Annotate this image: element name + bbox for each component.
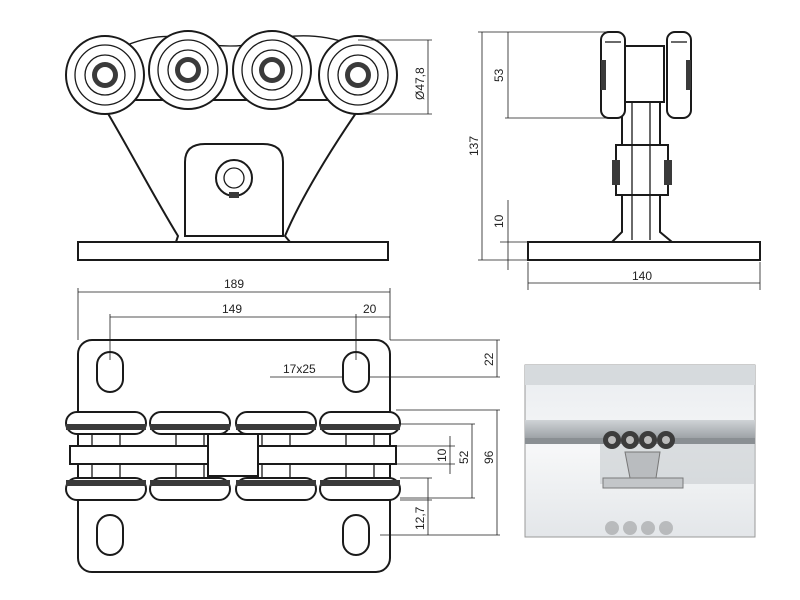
front-base-plate — [77, 241, 389, 261]
dim-slot-edge-offset: 22 — [482, 352, 496, 366]
front-roller-1 — [65, 35, 145, 115]
dim-axle-width: 10 — [435, 448, 449, 462]
dim-roller-offset: 12,7 — [413, 506, 427, 530]
slot-bottom-right — [342, 514, 370, 556]
front-top-edge — [119, 35, 351, 49]
top-center-block — [207, 433, 259, 477]
side-mount-block — [615, 144, 669, 196]
dim-plate-length: 189 — [224, 277, 244, 291]
top-rollers-upper — [65, 411, 401, 435]
dim-hole-edge-offset: 20 — [363, 302, 377, 316]
dim-plate-thickness: 10 — [492, 214, 506, 228]
top-view: 189 149 20 17x25 22 96 10 52 12,7 — [65, 277, 500, 573]
photo-track — [525, 420, 755, 438]
front-roller-3 — [232, 30, 312, 110]
side-base-plate — [527, 241, 761, 261]
dim-side-plate-width: 140 — [632, 269, 652, 283]
slot-bottom-left — [96, 514, 124, 556]
front-roller-4 — [318, 35, 398, 115]
dim-roller-height: 53 — [492, 68, 506, 82]
dim-roller-diameter: Ø47,8 — [413, 67, 427, 100]
dim-slot-size: 17x25 — [283, 362, 316, 376]
front-bolt-inner — [223, 167, 245, 189]
front-view: Ø47,8 — [65, 30, 432, 261]
photo-reflection — [605, 521, 673, 535]
front-roller-2 — [148, 30, 228, 110]
top-rollers-lower — [65, 477, 401, 501]
front-bolt-outer — [215, 159, 253, 197]
photo-carriage — [602, 431, 684, 489]
side-view: 53 137 10 140 — [467, 31, 761, 290]
dim-plate-width: 96 — [482, 450, 496, 464]
side-axle — [619, 45, 665, 103]
dim-roller-span: 52 — [457, 450, 471, 464]
dim-hole-spacing: 149 — [222, 302, 242, 316]
dim-total-height: 137 — [467, 136, 481, 156]
product-photo — [524, 364, 756, 538]
front-bolt-nut — [229, 192, 239, 198]
